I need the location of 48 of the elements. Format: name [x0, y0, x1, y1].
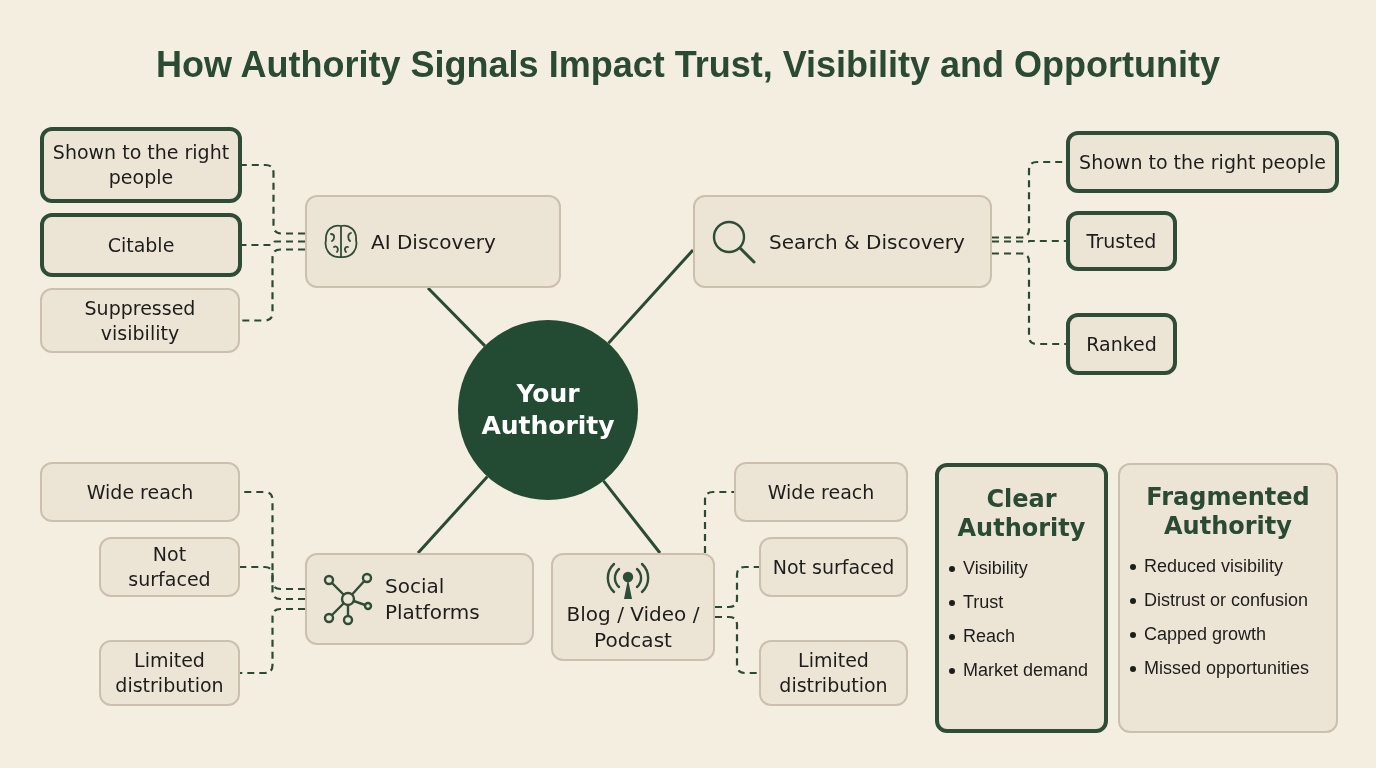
node-label: Social Platforms	[385, 573, 481, 625]
dashed-connector	[715, 565, 759, 609]
dashed-connector	[992, 252, 1066, 346]
summary-panel	[935, 463, 1108, 733]
connector-line	[607, 249, 695, 345]
node-label: Blog / Video / Podcast	[565, 601, 701, 653]
channel-box	[305, 553, 534, 645]
outcome-box: Limited distribution	[759, 640, 908, 706]
outcome-box: Shown to the right people	[40, 127, 242, 203]
panel-heading: Fragmented Authority	[1145, 483, 1311, 541]
dashed-connector	[992, 239, 1066, 243]
dashed-connector	[242, 240, 305, 247]
bullet-item: Missed opportunities	[1128, 650, 1310, 685]
bullet-item: Visibility	[947, 550, 1028, 585]
dashed-connector	[240, 607, 305, 675]
dashed-connector	[240, 248, 305, 322]
dashed-connector	[242, 163, 305, 235]
outcome-box: Not surfaced	[99, 537, 240, 597]
outcome-box: Limited distribution	[99, 640, 240, 706]
bullet-item: Capped growth	[1128, 616, 1267, 651]
channel-box	[693, 195, 992, 288]
summary-panel	[1118, 463, 1338, 733]
bullet-item: Distrust or confusion	[1128, 582, 1309, 617]
outcome-box: Wide reach	[40, 462, 240, 522]
node-label: AI Discovery	[371, 228, 496, 255]
panel-heading: Clear Authority	[956, 485, 1087, 543]
channel-box	[551, 553, 715, 661]
outcome-box: Ranked	[1066, 313, 1177, 375]
bullet-item: Reach	[947, 618, 1016, 653]
connector-line	[602, 479, 662, 554]
dashed-connector	[240, 565, 305, 601]
diagram-title: How Authority Signals Impact Trust, Visibility and Opportunity	[154, 44, 1222, 86]
connector-line	[416, 475, 489, 554]
channel-box	[305, 195, 561, 288]
node-label: Search & Discovery	[769, 228, 965, 255]
dashed-connector	[715, 615, 759, 675]
connector-line	[426, 286, 486, 347]
outcome-box: Shown to the right people	[1066, 131, 1339, 193]
outcome-box: Wide reach	[734, 462, 908, 522]
outcome-box: Suppressed visibility	[40, 288, 240, 353]
bullet-item: Market demand	[947, 652, 1089, 687]
bullet-item: Trust	[947, 584, 1004, 619]
dashed-connector	[703, 490, 734, 553]
center-circle: Your Authority	[458, 320, 638, 500]
outcome-box: Trusted	[1066, 211, 1177, 271]
outcome-box: Not surfaced	[759, 537, 908, 597]
outcome-box: Citable	[40, 213, 242, 277]
bullet-item: Reduced visibility	[1128, 548, 1284, 583]
